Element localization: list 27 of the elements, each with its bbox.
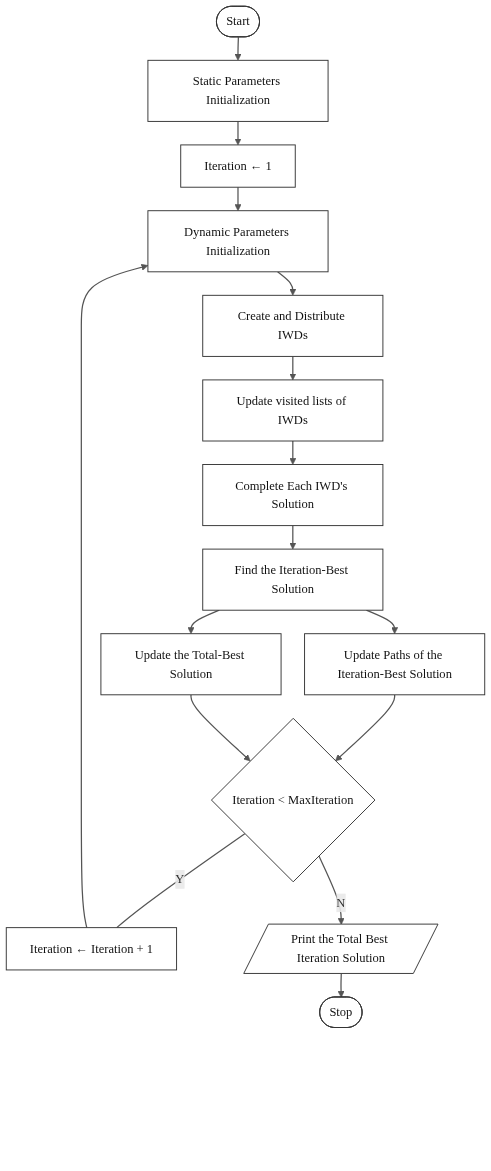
arrow [337, 973, 345, 998]
arrow [289, 440, 297, 465]
arrow [187, 609, 220, 634]
connector [116, 833, 246, 929]
edge-label: N [336, 895, 346, 910]
arrow [289, 525, 297, 550]
node-box: Update Paths of the Iteration-Best Solution [304, 633, 486, 696]
node-box: Update visited lists of IWDs [202, 379, 384, 442]
arrow [190, 694, 251, 762]
edge-label: Y [175, 872, 185, 886]
node-box: Complete Each IWD's Solution [202, 464, 384, 527]
arrow [276, 271, 297, 296]
arrow [318, 855, 345, 925]
node-box: Static Parameters Initialization [147, 59, 329, 122]
node-box: Iteration ← 1 [180, 144, 296, 188]
node-box: Dynamic Parameters Initialization [147, 210, 329, 273]
arrow [80, 263, 149, 929]
arrow [234, 36, 242, 61]
arrow [289, 355, 297, 381]
arrow [335, 694, 396, 762]
node-box: Update the Total-Best Solution [100, 633, 282, 696]
arrow [234, 186, 242, 212]
node-diamond: Iteration < MaxIteration [211, 717, 376, 883]
node-box: Find the Iteration-Best Solution [202, 548, 384, 611]
node-box: Iteration ← Iteration + 1 [5, 927, 178, 971]
arrow [234, 120, 242, 146]
node-box: Create and Distribute IWDs [202, 294, 384, 357]
